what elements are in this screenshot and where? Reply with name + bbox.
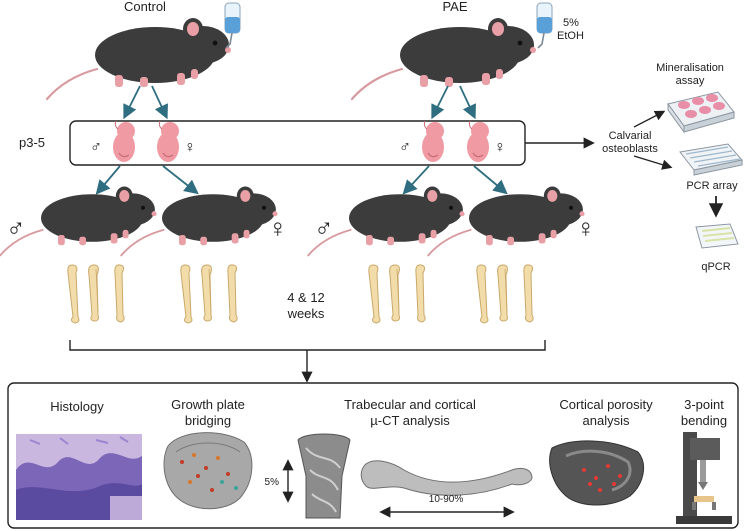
pae-female-bones [476,264,534,324]
pae-ethanol-bottle-icon [536,2,553,49]
control-male-pup [112,120,136,163]
pup-to-adult-arrows [95,165,508,195]
control-male-bones [67,264,125,324]
dam-to-pup-arrows [123,85,476,120]
control-group-title: Control [124,0,166,14]
control-female-bones [180,264,238,324]
cortical-region-label: 10-90% [429,494,464,505]
growth-plate-line1: Growth plate [171,397,245,412]
pae-treatment-line2: EtOH [557,30,584,42]
control-male-symbol: ♂ [90,139,102,156]
ct-line2: µ-CT analysis [370,413,450,428]
pae-male-symbol: ♂ [399,139,411,156]
age-label: p3-5 [19,135,45,150]
qpcr-plate-icon [695,223,739,249]
control-female-pup [156,120,180,163]
histology-image [16,434,142,520]
osteoblasts-line1: Calvarial [609,130,652,142]
mineralisation-line2: assay [676,75,705,87]
porosity-line1: Cortical porosity [559,397,653,412]
osteoblasts-to-pcr-arrow [633,155,673,170]
porosity-line2: analysis [583,413,630,428]
analyses-box [7,382,739,529]
pae-treatment-line1: 5% [563,17,579,29]
pae-adult-male-symbol: ♂ [314,213,334,243]
pae-male-pup [421,120,445,163]
growth-plate-line2: bridging [185,413,231,428]
qpcr-label: qPCR [701,261,730,273]
control-adult-female-symbol: ♀ [268,213,288,243]
bending-line1: 3-point [684,397,724,412]
timepoint-line2: weeks [287,306,325,321]
pae-female-symbol: ♀ [494,139,506,156]
osteoblasts-to-mineralisation-arrow [633,110,666,128]
pae-male-bones [368,264,426,324]
pcr-array-plate-icon [679,143,743,176]
pae-dam [350,16,538,101]
trabecular-region-label: 5% [265,477,280,488]
pae-group-title: PAE [442,0,467,14]
bones-bracket [69,340,546,351]
bending-machine-image [676,432,732,524]
pae-female-pup [466,120,490,163]
timepoint-line1: 4 & 12 [287,290,325,305]
growth-plate-image [163,432,253,510]
bending-line2: bending [681,413,727,428]
culture-plate-icon [667,91,735,134]
pups-box [69,120,526,166]
pcr-array-label: PCR array [686,180,738,192]
cortical-ct-image [360,460,533,496]
control-water-bottle-icon [224,2,241,49]
control-adult-male-symbol: ♂ [6,213,26,243]
osteoblasts-line2: osteoblasts [602,143,658,155]
pae-adult-female-symbol: ♀ [576,213,596,243]
trabecular-ct-image [297,433,351,519]
mineralisation-line1: Mineralisation [656,62,724,74]
histology-label: Histology [50,399,104,414]
control-female-symbol: ♀ [184,139,196,156]
ct-line1: Trabecular and cortical [344,397,476,412]
porosity-image [549,440,645,506]
